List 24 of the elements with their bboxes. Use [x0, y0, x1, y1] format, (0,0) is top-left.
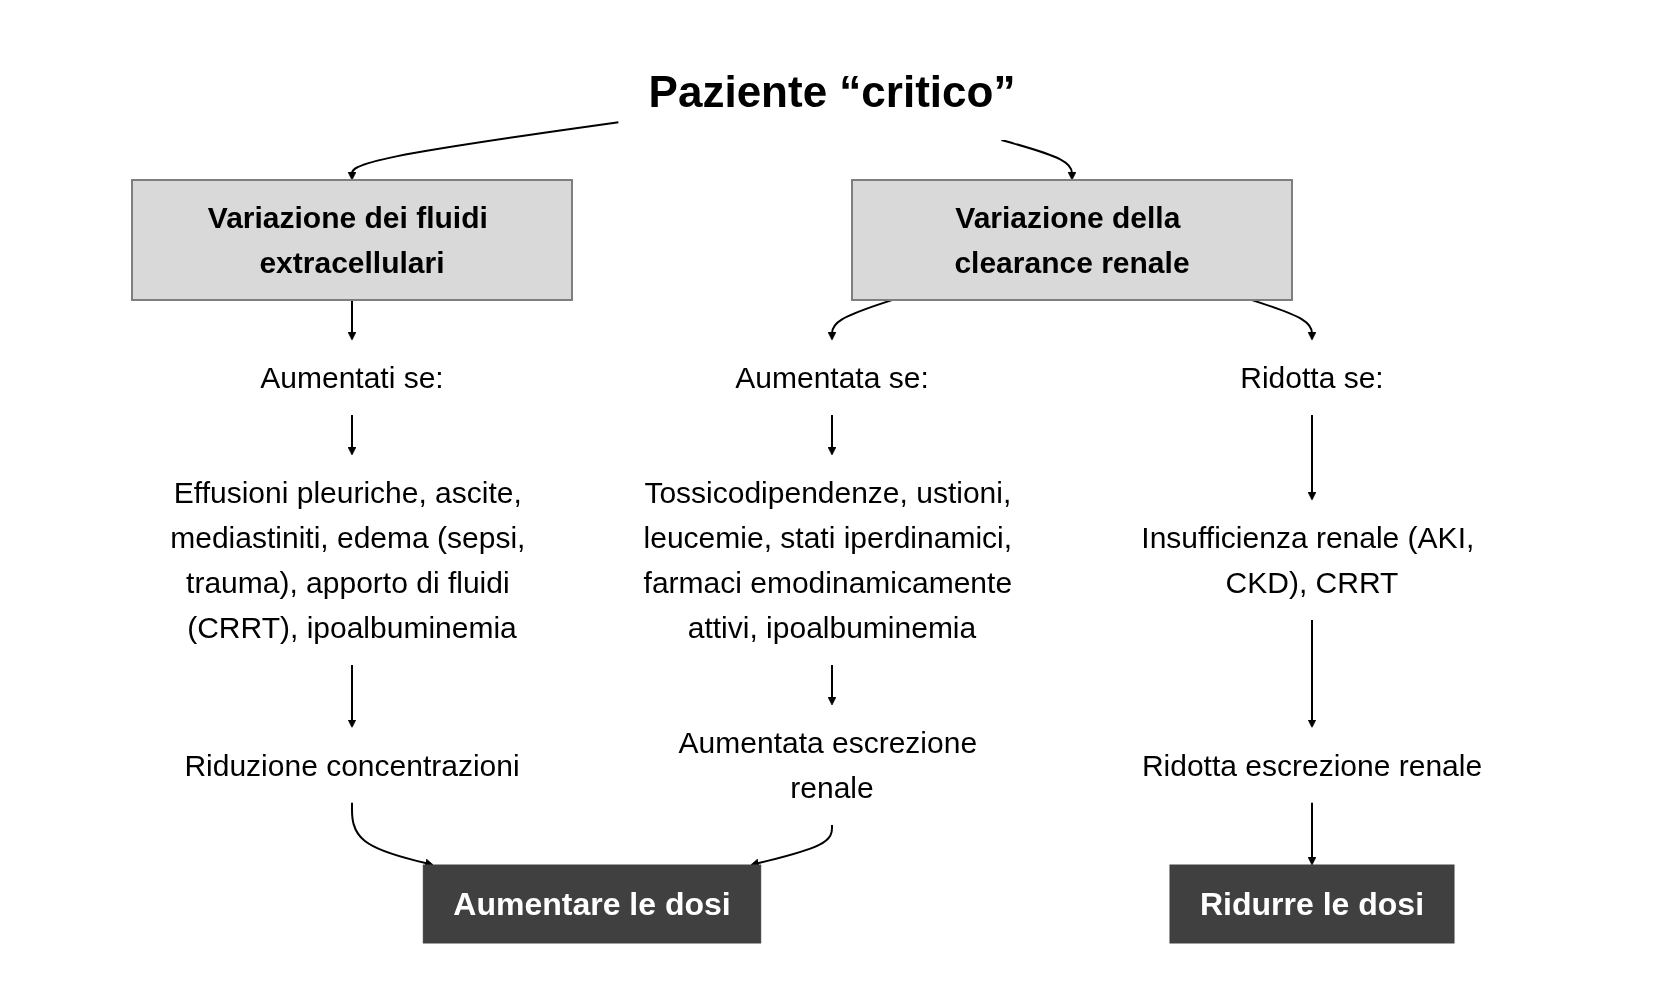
- node-text: Insufficienza renale (AKI, CKD), CRRT: [1141, 521, 1475, 599]
- arrow: [347, 664, 357, 728]
- node-text: Aumentata escrezione renale: [678, 726, 978, 804]
- node-box: Variazione dei fluidi extracellulari: [131, 179, 573, 301]
- arrow: [827, 414, 837, 456]
- node-text: Paziente “critico”: [648, 67, 1016, 116]
- node-text: Tossicodipendenze, ustioni, leucemie, stati iperdinamici, farmaci emodinamicamente attivi, ipoalbuminemia: [643, 476, 1013, 644]
- node-text: Aumentata se:: [735, 361, 929, 394]
- node-text: Ridotta escrezione renale: [1141, 748, 1483, 782]
- arrow: [1307, 619, 1317, 728]
- node-text: Aumentati se:: [260, 361, 444, 394]
- arrow: [347, 299, 357, 341]
- arrow: [1307, 414, 1317, 501]
- arrow: [827, 664, 837, 706]
- arrow: [1307, 801, 1317, 866]
- node-text: Ridotta se:: [1240, 361, 1384, 394]
- node-box: Aumentare le dosi: [422, 864, 762, 944]
- arrow: [347, 121, 620, 181]
- node-box: Ridurre le dosi: [1169, 864, 1455, 944]
- arrow: [347, 414, 357, 456]
- node-box: Variazione della clearance renale: [851, 179, 1293, 301]
- arrow: [1000, 139, 1077, 181]
- node-text: Effusioni pleuriche, ascite, mediastiniti, edema (sepsi, trauma), apporto di fluidi (CRRT), ipoalbuminemia: [170, 476, 526, 644]
- node-text: Riduzione concentrazioni: [184, 748, 520, 782]
